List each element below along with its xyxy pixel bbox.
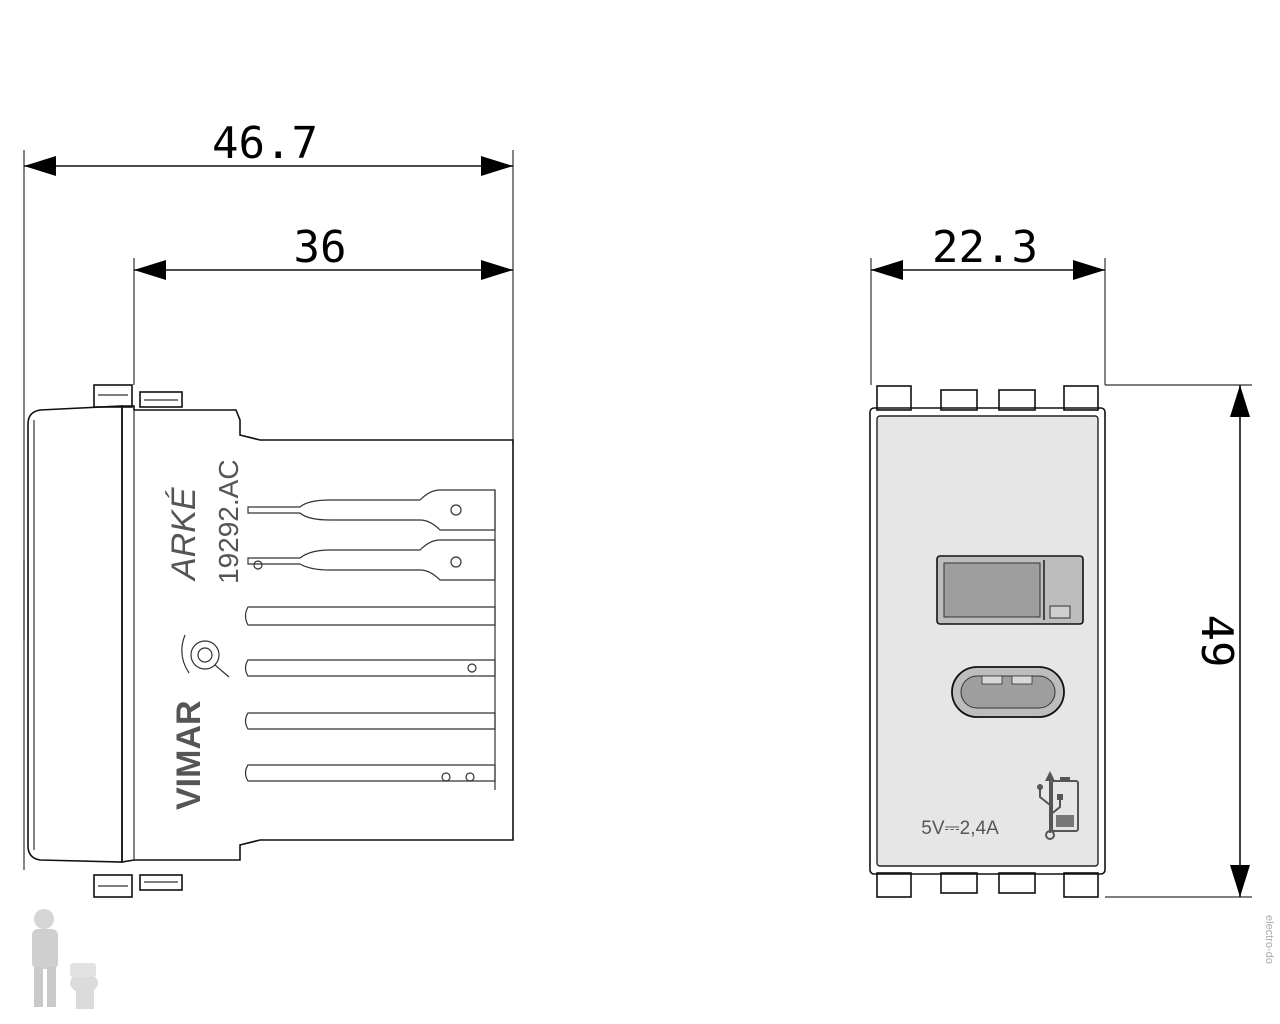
side-view-body bbox=[121, 405, 514, 863]
side-view-bottom-clips bbox=[93, 874, 183, 898]
front-view-face bbox=[876, 415, 1099, 867]
dimension-body-depth: 36 bbox=[133, 222, 513, 385]
dimension-label-width: 22.3 bbox=[932, 222, 1038, 273]
dimension-height: 49 bbox=[1105, 384, 1252, 898]
front-view-bottom-clips bbox=[876, 872, 1099, 898]
front-view-top-clips bbox=[876, 385, 1099, 411]
article-code-label: 19292.AC bbox=[213, 459, 244, 584]
side-view-markings: ARKÉ 19292.AC VIMAR bbox=[165, 459, 244, 810]
watermark-label: electro-do bbox=[1263, 915, 1275, 964]
rating-label: 5V⎓2,4A bbox=[921, 818, 999, 839]
dimension-label-height: 49 bbox=[1191, 615, 1242, 668]
side-view-front-cap bbox=[27, 405, 123, 863]
usb-symbol-icon bbox=[1037, 771, 1063, 840]
usb-a-port bbox=[936, 555, 1084, 625]
dimension-overall-depth: 46.7 bbox=[23, 118, 514, 870]
plumber-figure-icon bbox=[32, 909, 98, 1009]
terminal-slots bbox=[244, 489, 496, 790]
quality-mark-icon bbox=[181, 634, 230, 678]
side-view: ARKÉ 19292.AC VIMAR bbox=[23, 384, 514, 898]
dimension-width: 22.3 bbox=[870, 222, 1106, 385]
dimension-label-overall-depth: 46.7 bbox=[212, 118, 318, 169]
side-view-top-clips bbox=[93, 384, 183, 408]
dimension-label-body-depth: 36 bbox=[294, 222, 347, 273]
brand-label: VIMAR bbox=[170, 700, 208, 810]
front-view: 5V⎓2,4A bbox=[869, 385, 1106, 898]
battery-icon bbox=[1051, 777, 1079, 832]
usb-c-port bbox=[951, 666, 1065, 718]
front-view-frame bbox=[869, 407, 1106, 875]
series-mark-label: ARKÉ bbox=[165, 487, 203, 582]
